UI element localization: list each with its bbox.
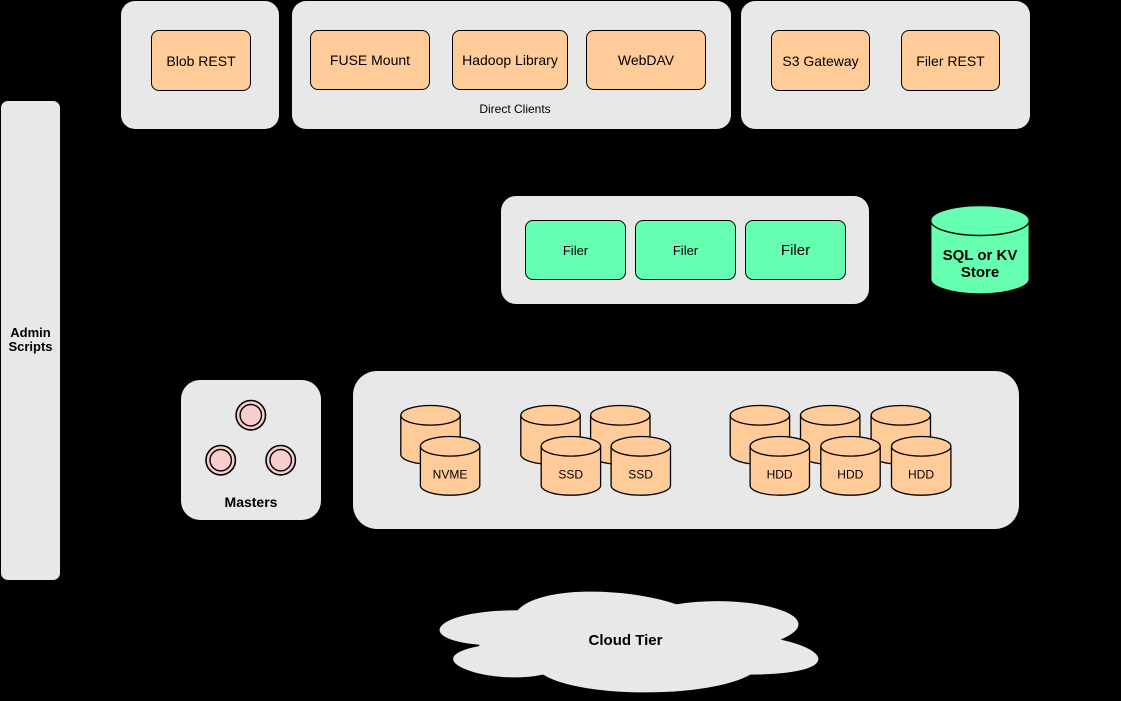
svg-text:HDD: HDD (837, 468, 863, 482)
svg-text:HDD: HDD (908, 468, 934, 482)
svg-text:HDD: HDD (767, 468, 793, 482)
svg-text:SSD: SSD (558, 468, 583, 482)
svg-text:SSD: SSD (628, 468, 653, 482)
svg-text:NVME: NVME (433, 468, 468, 482)
